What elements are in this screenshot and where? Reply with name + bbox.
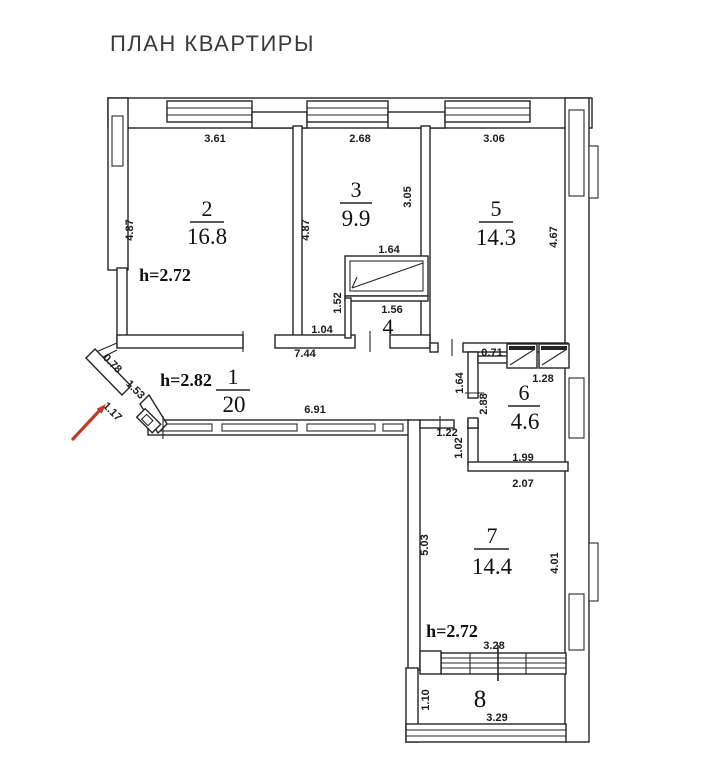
dim-room5-right: 4.67 (548, 226, 560, 247)
closet (344, 255, 429, 339)
dim-room3-right: 3.05 (402, 186, 414, 207)
dim-room7-left: 5.03 (419, 534, 431, 555)
dim-top-room5: 3.06 (483, 133, 504, 145)
dim-room6-bottom: 1.99 (512, 452, 533, 464)
window-icon (444, 100, 531, 123)
room-number: 1 (228, 364, 239, 389)
room-1-label: h=2.82 1 20 (160, 364, 250, 417)
dim-room7-right: 4.01 (549, 552, 561, 573)
entry-door-icon (135, 407, 162, 434)
room-area: 16.8 (187, 224, 227, 249)
dim-room2-left: 4.87 (124, 219, 136, 240)
dim-room6-left-upper: 1.64 (454, 371, 466, 393)
room-number: 4 (383, 314, 394, 339)
dim-room7-bottom: 3.28 (483, 640, 504, 652)
room-4-label: 4 (383, 314, 394, 339)
balcony-walls (405, 667, 567, 743)
dim-room6-bottom-outer: 2.07 (512, 478, 533, 490)
room-area: 14.3 (476, 225, 516, 250)
room-labels: 2 16.8 h=2.72 3 9.9 4 5 14.3 (139, 177, 540, 713)
room-number: 2 (202, 196, 213, 221)
dim-closet-left: 1.52 (332, 292, 344, 313)
room-area: 4.6 (511, 409, 540, 434)
room-number: 6 (519, 380, 530, 405)
room-3-label: 3 9.9 (340, 177, 372, 231)
room-area: 9.9 (342, 206, 371, 231)
dim-room6-top: 0.71 (481, 347, 502, 359)
entry-wall (85, 342, 168, 435)
room-area: 20 (223, 392, 246, 417)
room-5-label: 5 14.3 (476, 196, 516, 250)
ceiling-height: h=2.72 (139, 265, 191, 285)
room-number: 8 (474, 686, 487, 713)
entry-arrow-icon (70, 404, 106, 442)
room-8-label: 8 (474, 686, 487, 713)
dim-room6-vent: 1.28 (532, 373, 553, 385)
vent-shaft-icon (506, 343, 538, 369)
room-area: 14.4 (472, 554, 513, 579)
room-number: 3 (351, 177, 362, 202)
dim-room6-left: 2.88 (478, 393, 490, 414)
dimension-ticks (162, 331, 484, 439)
dim-room6-left-lower: 1.02 (453, 437, 465, 458)
dim-entry-seg2: 1.53 (123, 378, 147, 402)
dim-room4-width: 1.56 (381, 304, 402, 316)
dim-hall-top: 7.44 (294, 348, 316, 360)
ceiling-height: h=2.72 (426, 621, 478, 641)
top-windows (166, 100, 531, 129)
dim-room2-right: 4.87 (300, 219, 312, 240)
dim-room3-bottom-seg: 1.04 (311, 324, 333, 336)
dim-hall-bottom: 6.91 (304, 404, 325, 416)
dim-top-room3: 2.68 (349, 133, 370, 145)
dim-room7-top: 1.22 (436, 427, 457, 439)
dim-room8-bottom: 3.29 (486, 712, 507, 724)
room-2-label: 2 16.8 h=2.72 (139, 196, 227, 285)
dim-top-room2: 3.61 (204, 133, 225, 145)
room-6-label: 6 4.6 (508, 380, 540, 434)
vent-shaft-icon (538, 343, 570, 369)
balcony-window-icon (419, 645, 567, 681)
room-number: 7 (487, 523, 498, 548)
room-number: 5 (491, 196, 502, 221)
page-title: ПЛАН КВАРТИРЫ (110, 31, 315, 56)
window-icon (306, 100, 389, 123)
dim-entry-seg3: 1.17 (100, 400, 124, 424)
dim-room8-left: 1.10 (420, 689, 432, 710)
ceiling-height: h=2.82 (160, 370, 212, 390)
window-icon (166, 100, 253, 123)
dim-closet-top: 1.64 (378, 244, 400, 256)
room-7-label: 7 14.4 h=2.72 (426, 523, 513, 641)
